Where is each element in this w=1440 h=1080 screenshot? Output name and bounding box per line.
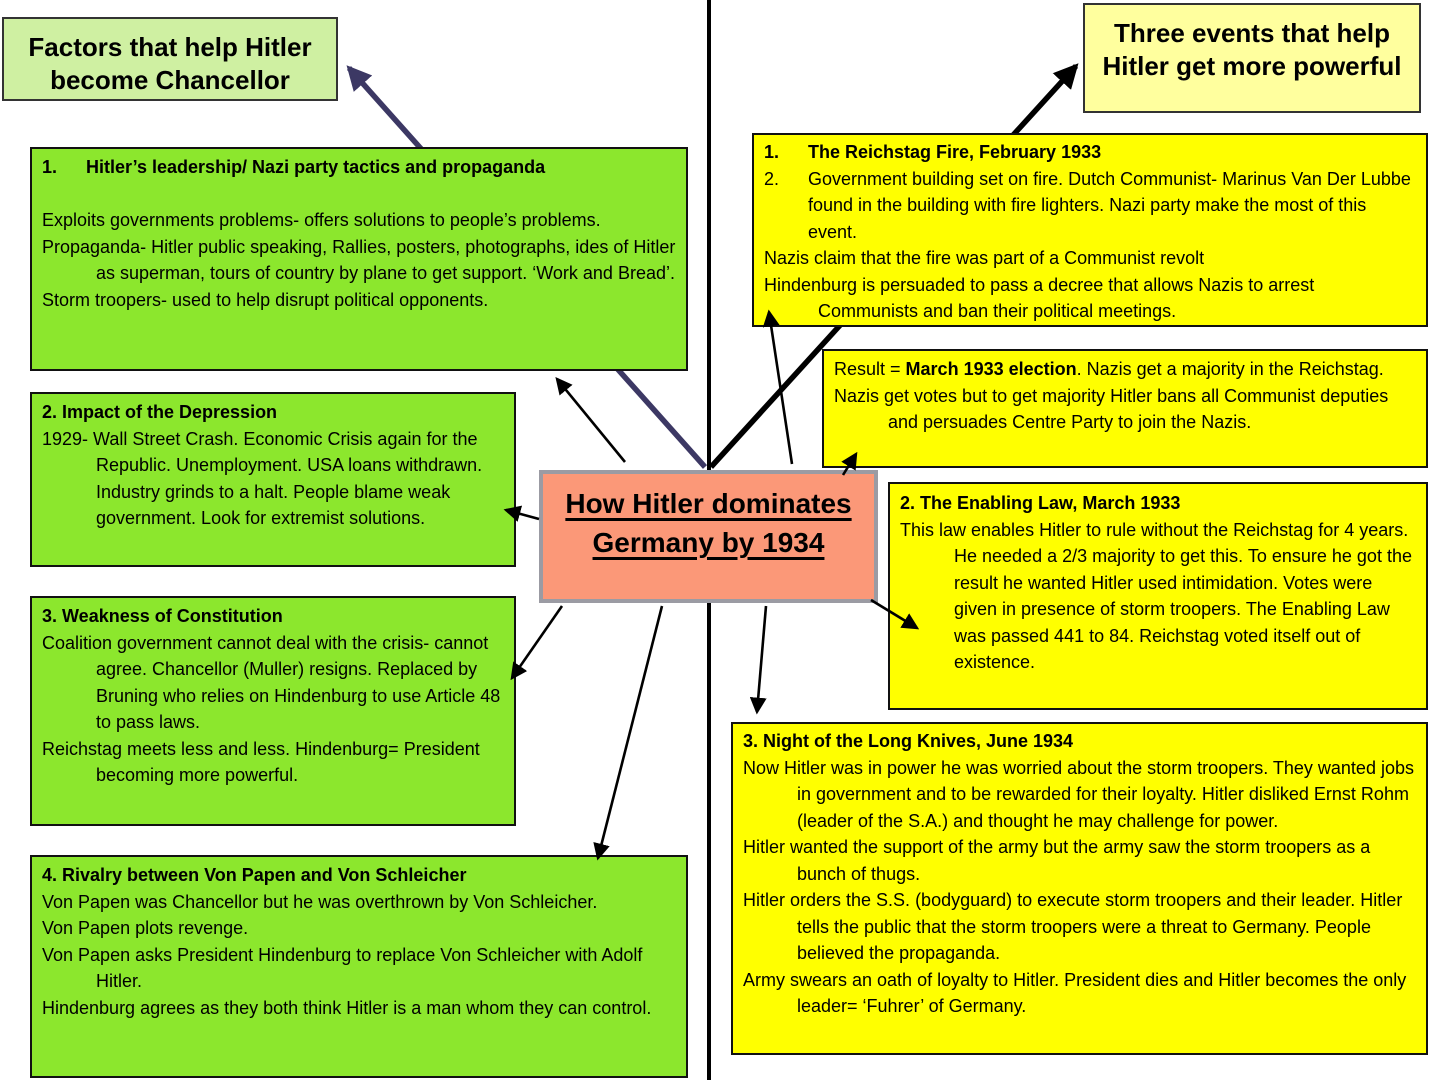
three-events-header-box: Three events that help Hitler get more p…: [1083, 3, 1421, 113]
green-box-1-number: 1.: [42, 157, 58, 177]
result-suffix: . Nazis get a majority in the Reichstag.: [1076, 359, 1384, 379]
spacer: [42, 181, 676, 208]
green-box-4-paragraph: Von Papen plots revenge.: [42, 918, 249, 938]
yellow-box-1-item2-row: 2. Government building set on fire. Dutc…: [764, 166, 1416, 246]
yellow-box-reichstag-fire: 1. The Reichstag Fire, February 1933 2. …: [752, 133, 1428, 327]
yellow-box-3-paragraph: Hitler orders the S.S. (bodyguard) to ex…: [743, 890, 1403, 963]
yellow-box-1-item2-number: 2.: [764, 168, 780, 189]
factors-header-box: Factors that help Hitler become Chancell…: [2, 17, 338, 101]
green-box-constitution: 3. Weakness of Constitution Coalition go…: [30, 596, 516, 826]
green-box-3-paragraph: Reichstag meets less and less. Hindenbur…: [42, 738, 480, 786]
yellow-box-1-paragraph: Nazis claim that the fire was part of a …: [764, 248, 1205, 268]
yellow-box-1-paragraph: Hindenburg is persuaded to pass a decree…: [764, 274, 1315, 322]
green-box-1-paragraph: Propaganda- Hitler public speaking, Rall…: [42, 236, 676, 284]
green-box-rivalry: 4. Rivalry between Von Papen and Von Sch…: [30, 855, 688, 1078]
center-title-line2: Germany by 1934: [592, 527, 825, 558]
yellow-box-1-title-row: 1. The Reichstag Fire, February 1933: [764, 139, 1416, 166]
yellow-box-3-paragraph: Now Hitler was in power he was worried a…: [743, 757, 1414, 831]
green-box-3-paragraph: Coalition government cannot deal with th…: [42, 632, 501, 733]
result-sentence: Result = March 1933 election. Nazis get …: [834, 356, 1416, 383]
result-paragraph: Nazis get votes but to get majority Hitl…: [834, 385, 1389, 433]
result-prefix: Result =: [834, 359, 906, 379]
yellow-box-3-paragraph: Army swears an oath of loyalty to Hitler…: [743, 969, 1407, 1017]
factors-header-line1: Factors that help Hitler: [28, 32, 312, 62]
yellow-box-march-election-result: Result = March 1933 election. Nazis get …: [822, 349, 1428, 468]
yellow-box-3-paragraph: Hitler wanted the support of the army bu…: [743, 837, 1371, 884]
green-box-1-paragraph: Storm troopers- used to help disrupt pol…: [42, 289, 489, 310]
green-box-1-title: 1. Hitler’s leadership/ Nazi party tacti…: [42, 154, 676, 181]
three-events-header-line1: Three events that help: [1114, 18, 1390, 48]
factors-header-line2: become Chancellor: [50, 65, 290, 95]
green-box-1-title-text: Hitler’s leadership/ Nazi party tactics …: [86, 157, 546, 177]
center-title-line1: How Hitler dominates: [565, 488, 852, 519]
arrow-center-to-yellow-box-1: [762, 309, 794, 465]
yellow-box-1-title-text: The Reichstag Fire, February 1933: [808, 142, 1102, 162]
green-box-1-paragraph: Exploits governments problems- offers so…: [42, 210, 601, 230]
enabling-box-title: 2. The Enabling Law, March 1933: [900, 493, 1181, 513]
green-box-4-paragraph: Hindenburg agrees as they both think Hit…: [42, 997, 652, 1018]
center-title-box: How Hitler dominates Germany by 1934: [539, 470, 878, 603]
green-box-4-paragraph: Von Papen was Chancellor but he was over…: [42, 891, 598, 912]
green-box-4-title: 4. Rivalry between Von Papen and Von Sch…: [42, 865, 467, 885]
yellow-box-3-title: 3. Night of the Long Knives, June 1934: [743, 731, 1074, 751]
green-box-2-title: 2. Impact of the Depression: [42, 402, 278, 422]
arrow-center-to-yellow-box-3: [749, 605, 768, 715]
yellow-box-long-knives: 3. Night of the Long Knives, June 1934 N…: [731, 722, 1428, 1055]
three-events-header-line2: Hitler get more powerful: [1102, 51, 1402, 81]
arrow-center-to-green-box-3: [510, 605, 564, 681]
arrow-center-to-green-box-4: [593, 605, 664, 861]
green-box-4-paragraph: Von Papen asks President Hindenburg to r…: [42, 944, 643, 992]
green-box-depression: 2. Impact of the Depression 1929- Wall S…: [30, 392, 516, 567]
enabling-box-paragraph: This law enables Hitler to rule without …: [900, 519, 1412, 673]
green-box-3-title: 3. Weakness of Constitution: [42, 606, 283, 626]
yellow-box-enabling-law: 2. The Enabling Law, March 1933 This law…: [888, 482, 1428, 710]
yellow-box-1-number: 1.: [764, 142, 780, 162]
yellow-box-1-item2-text: Government building set on fire. Dutch C…: [808, 168, 1411, 242]
green-box-2-paragraph: 1929- Wall Street Crash. Economic Crisis…: [42, 428, 483, 529]
green-box-leadership: 1. Hitler’s leadership/ Nazi party tacti…: [30, 147, 688, 371]
arrow-center-to-green-box-1: [555, 377, 627, 463]
result-bold-date: March 1933 election: [905, 359, 1077, 379]
